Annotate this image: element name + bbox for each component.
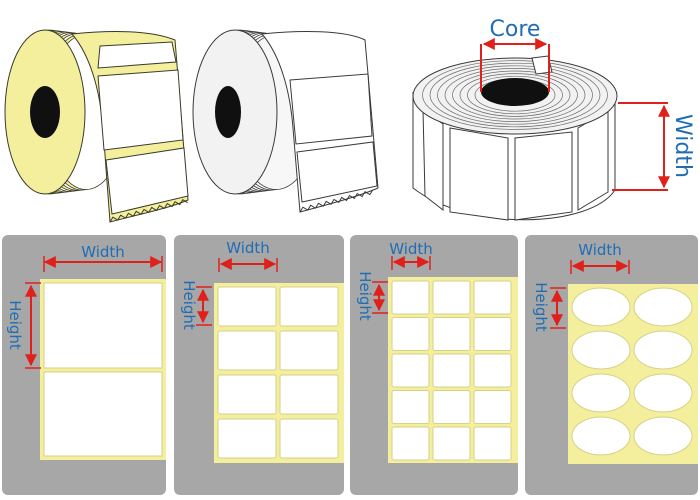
flat-label-roll: Core Width bbox=[412, 17, 695, 221]
label-cell bbox=[217, 374, 277, 415]
label-cell bbox=[432, 280, 471, 315]
label-cell bbox=[391, 390, 430, 424]
label-cell bbox=[279, 330, 339, 371]
panel-3: Width Height bbox=[350, 235, 518, 495]
label-cell bbox=[391, 317, 430, 351]
core-hole bbox=[215, 86, 241, 138]
white-roll-label bbox=[296, 141, 378, 203]
core-label: Core bbox=[490, 17, 541, 42]
width-label: Width bbox=[81, 243, 125, 261]
core-hole bbox=[481, 78, 549, 106]
white-roll-label bbox=[289, 73, 373, 145]
label-cell bbox=[633, 287, 693, 327]
label-cell bbox=[473, 280, 512, 315]
label-cell bbox=[571, 330, 631, 370]
yellow-label-roll bbox=[4, 29, 189, 223]
label-cell bbox=[279, 374, 339, 415]
yellow-roll-label bbox=[105, 147, 189, 215]
label-cell bbox=[473, 390, 512, 424]
label-cell bbox=[571, 416, 631, 456]
label-cell bbox=[391, 280, 430, 315]
label-cell bbox=[432, 390, 471, 424]
flat-roll-label bbox=[514, 131, 573, 221]
label-cell bbox=[43, 371, 163, 457]
label-cell bbox=[473, 353, 512, 388]
label-cell bbox=[432, 317, 471, 351]
label-cell bbox=[571, 373, 631, 413]
label-cell bbox=[432, 426, 471, 461]
label-cell bbox=[217, 286, 277, 327]
panel-1: Width Height bbox=[2, 235, 166, 495]
white-label-roll bbox=[192, 29, 379, 213]
panel-2: Width Height bbox=[174, 235, 344, 495]
label-cell bbox=[391, 353, 430, 388]
label-cell bbox=[279, 418, 339, 459]
height-label: Height bbox=[532, 282, 550, 332]
panel-4: Width Height bbox=[525, 235, 698, 495]
label-cell bbox=[217, 418, 277, 459]
core-hole bbox=[30, 86, 60, 138]
flat-roll-label bbox=[449, 127, 509, 221]
label-cell bbox=[571, 287, 631, 327]
label-cell bbox=[633, 373, 693, 413]
label-cell bbox=[279, 286, 339, 327]
label-cell bbox=[432, 353, 471, 388]
yellow-roll-label bbox=[97, 69, 184, 151]
height-label: Height bbox=[6, 300, 24, 350]
label-cell bbox=[473, 317, 512, 351]
width-label: Width bbox=[226, 239, 270, 257]
label-cell bbox=[217, 330, 277, 371]
width-label: Width bbox=[578, 241, 622, 259]
label-cell bbox=[473, 426, 512, 461]
width-label: Width bbox=[670, 114, 695, 178]
label-cell bbox=[43, 282, 163, 369]
label-cell bbox=[633, 330, 693, 370]
height-label: Height bbox=[356, 271, 374, 321]
yellow-roll-label bbox=[97, 41, 177, 69]
width-label: Width bbox=[389, 240, 433, 258]
label-cell bbox=[633, 416, 693, 456]
height-label: Height bbox=[180, 280, 198, 330]
label-cell bbox=[391, 426, 430, 461]
